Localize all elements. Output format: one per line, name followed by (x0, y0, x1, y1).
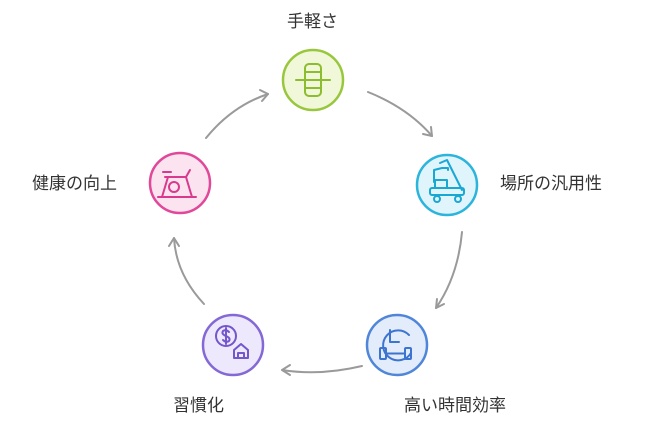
exercise-bike-icon (157, 169, 197, 198)
label-convenience: 手軽さ (287, 12, 338, 32)
node-health (148, 151, 212, 215)
stair-truck-icon (429, 159, 465, 203)
arrow-habit-to-health (168, 237, 205, 305)
arrow-location-to-time (435, 231, 463, 309)
arrow-time-to-habit (281, 364, 363, 376)
node-convenience (281, 48, 345, 112)
label-location: 場所の汎用性 (500, 174, 602, 194)
label-habit: 習慣化 (173, 396, 224, 416)
node-habit (201, 313, 265, 377)
clock-dumbbell-icon (379, 329, 412, 362)
ab-wheel-icon (295, 63, 331, 97)
node-location (415, 153, 479, 217)
label-health: 健康の向上 (32, 174, 117, 194)
arrow-health-to-convenience (205, 89, 269, 139)
node-time (365, 313, 429, 377)
money-house-icon (215, 325, 249, 359)
arrow-convenience-to-location (367, 91, 433, 137)
label-time: 高い時間効率 (404, 396, 506, 416)
